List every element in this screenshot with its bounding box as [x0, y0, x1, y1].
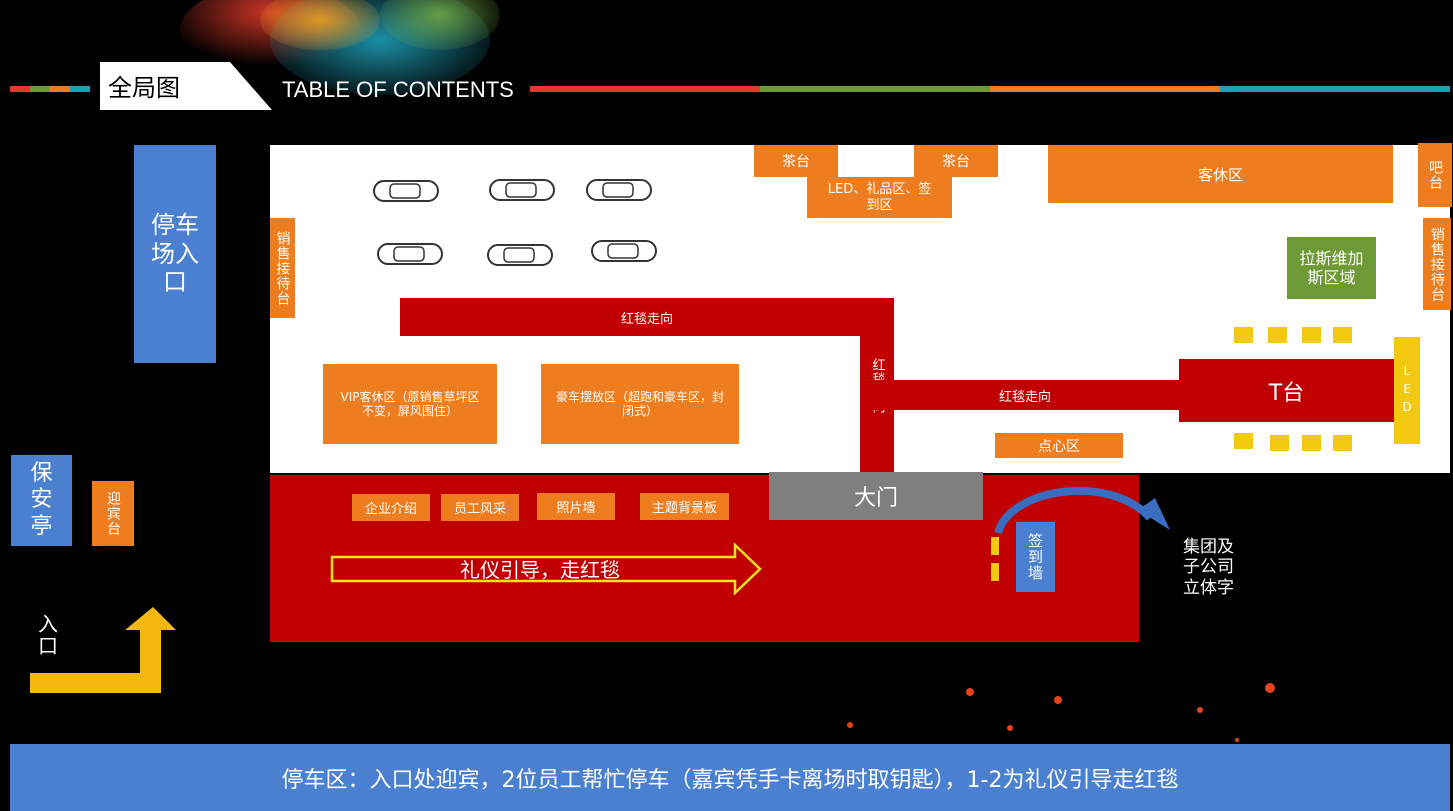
red-carpet-path-mid: 红毯走向 — [860, 380, 1190, 410]
seat — [1333, 435, 1352, 451]
lounge-area: 客休区 — [1048, 145, 1393, 203]
signin-wall: 签到墙 — [1016, 522, 1055, 592]
seat — [1333, 327, 1352, 343]
ceremony-arrow — [330, 543, 762, 595]
sales-reception-right: 销售接待台 — [1423, 218, 1451, 310]
security-booth: 保安亭 — [11, 455, 72, 546]
snack-area: 点心区 — [995, 433, 1123, 458]
car-icon — [586, 179, 652, 201]
photo-wall: 照片墙 — [537, 493, 615, 520]
seat — [1268, 327, 1287, 343]
bar-counter: 吧台 — [1418, 143, 1452, 207]
seat — [1302, 327, 1321, 343]
tea-table-2: 茶台 — [914, 145, 998, 177]
parking-entrance: 停车场入口 — [134, 145, 216, 363]
car-icon — [591, 240, 657, 262]
main-gate: 大门 — [769, 472, 983, 520]
seat — [1234, 327, 1253, 343]
seat — [1234, 433, 1253, 449]
luxury-car-display-area: 豪车摆放区（超跑和豪车区，封闭式） — [541, 364, 739, 444]
tea-table-1: 茶台 — [754, 145, 838, 177]
seat — [1302, 435, 1321, 451]
seat — [1270, 435, 1289, 451]
curved-arrow — [994, 486, 1170, 535]
signin-marker — [991, 537, 999, 555]
entrance-label: 入口 — [38, 612, 58, 658]
header-stripe — [10, 86, 1450, 92]
t-stage: T台 — [1179, 359, 1394, 422]
ceremony-guide-label: 礼仪引导，走红毯 — [460, 557, 620, 582]
welcome-desk: 迎宾台 — [92, 481, 134, 546]
page-title: 全局图 — [108, 74, 180, 102]
ember-decoration — [847, 683, 1275, 742]
signin-marker — [991, 563, 999, 581]
car-icon — [487, 244, 553, 266]
staff-board: 员工风采 — [441, 494, 519, 521]
theme-backdrop: 主题背景板 — [640, 493, 729, 520]
vip-lounge-area: VIP客休区（原销售草坪区不变，屏风围住） — [323, 364, 497, 444]
car-icon — [489, 179, 555, 201]
title-tab — [100, 62, 272, 110]
company-intro-board: 企业介绍 — [352, 494, 430, 521]
footer-banner: 停车区：入口处迎宾，2位员工帮忙停车（嘉宾凭手卡离场时取钥匙），1-2为礼仪引导… — [10, 744, 1450, 811]
group-logo-text: 集团及子公司立体字 — [1183, 537, 1234, 598]
car-icon — [377, 243, 443, 265]
sales-reception-left: 销售接待台 — [270, 218, 295, 318]
car-icon — [373, 180, 439, 202]
las-vegas-area: 拉斯维加斯区域 — [1287, 237, 1376, 299]
entrance-arrow — [30, 607, 176, 693]
led-gift-signin-area: LED、礼品区、签到区 — [807, 177, 952, 218]
page-subtitle: TABLE OF CONTENTS — [282, 77, 514, 102]
red-carpet-path-top: 红毯走向 — [400, 298, 894, 336]
color-splash-decoration — [180, 0, 500, 95]
led-screen: LED — [1394, 337, 1420, 444]
